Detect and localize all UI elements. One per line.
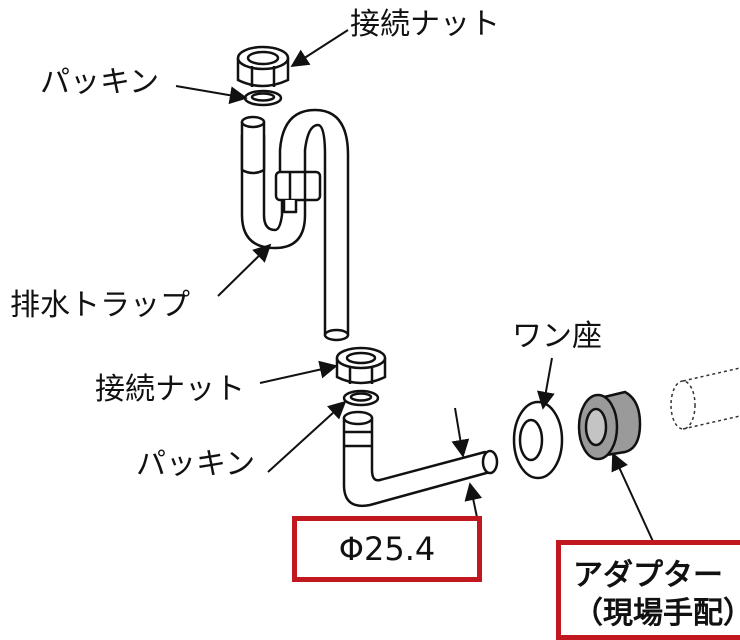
diameter-dimension-arrows (451, 407, 483, 523)
diameter-value: Φ25.4 (338, 530, 436, 568)
washer (512, 400, 564, 480)
leader-lines (175, 29, 657, 549)
top-packing-ring (243, 89, 283, 107)
diameter-dimension-box: Φ25.4 (292, 516, 482, 582)
label-connection-nut-top: 接続ナット (350, 7, 500, 42)
top-connection-nut (236, 45, 290, 88)
adapter-callout-box: アダプター （現場手配） (556, 540, 740, 640)
label-packing-top: パッキン (40, 65, 160, 100)
label-washer: ワン座 (512, 319, 602, 354)
middle-connection-nut (335, 346, 387, 385)
adapter (577, 390, 642, 461)
label-connection-nut-middle: 接続ナット (95, 372, 245, 407)
lower-drain-pipe (342, 410, 499, 508)
middle-packing-ring (342, 389, 380, 407)
adapter-note: （現場手配） (573, 596, 740, 631)
drain-trap (240, 108, 350, 342)
label-packing-middle: パッキン (136, 447, 256, 482)
adapter-label: アダプター (573, 558, 723, 593)
label-drain-trap: 排水トラップ (10, 288, 190, 323)
existing-pipe (670, 367, 740, 430)
